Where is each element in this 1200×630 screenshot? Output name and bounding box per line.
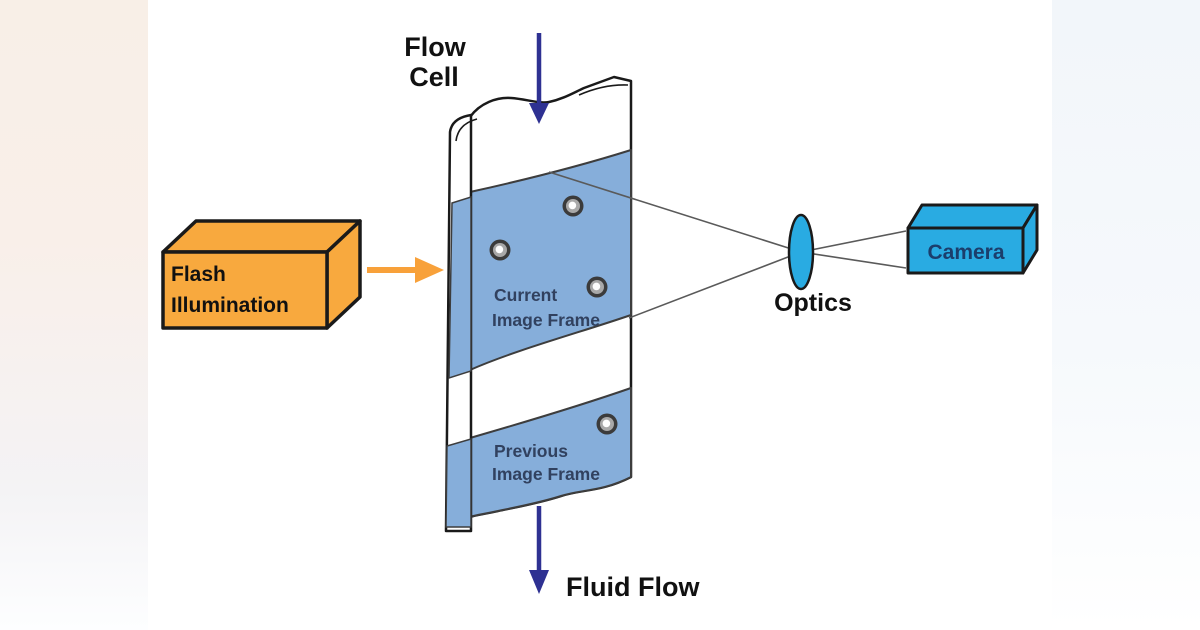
current-frame-label-line2: Image Frame: [492, 310, 600, 330]
flash-label-line2: Illumination: [171, 294, 289, 317]
fluid-flow-label: Fluid Flow: [566, 572, 700, 602]
flow-cell-label-line1: Flow: [404, 32, 466, 62]
particle: [586, 276, 608, 298]
flash-label-line1: Flash: [171, 263, 226, 286]
flash-light-arrow: [367, 257, 444, 283]
background-right-gutter: [1052, 0, 1200, 630]
inflow-arrow: [529, 33, 549, 124]
flash-arrow-head: [415, 257, 444, 283]
optics-label: Optics: [774, 289, 852, 317]
flash-illumination-box: Flash Illumination: [161, 219, 362, 330]
camera-top-face: [906, 203, 1039, 230]
previous-frame-label-line2: Image Frame: [492, 464, 600, 484]
imaging-ray-lower: [628, 230, 907, 319]
previous-frame-region: [469, 387, 632, 518]
inflow-arrow-head: [529, 103, 549, 124]
camera-label: Camera: [927, 241, 1004, 264]
outflow-arrow-head: [529, 570, 549, 594]
optics-lens: [787, 213, 815, 291]
outflow-arrow: [529, 506, 549, 594]
particle: [489, 239, 511, 261]
flash-front-face: [161, 250, 329, 330]
flow-cell: Current Image Frame Previous Image Frame: [444, 75, 633, 533]
flow-cell-top-fold-line: [578, 84, 629, 96]
current-frame-label-line1: Current: [494, 285, 557, 305]
side-face-corner-line: [455, 118, 478, 142]
camera-front-face: [906, 226, 1025, 275]
camera-box: Camera: [906, 203, 1039, 275]
side-face-band-current: [448, 195, 472, 380]
previous-frame-label-line1: Previous: [494, 441, 568, 461]
side-face-band-previous: [445, 438, 472, 528]
flow-cell-label-line2: Cell: [409, 62, 459, 92]
particle: [562, 195, 584, 217]
particle: [596, 413, 618, 435]
current-frame-region: [469, 149, 632, 371]
background-left-gutter: [0, 0, 148, 630]
